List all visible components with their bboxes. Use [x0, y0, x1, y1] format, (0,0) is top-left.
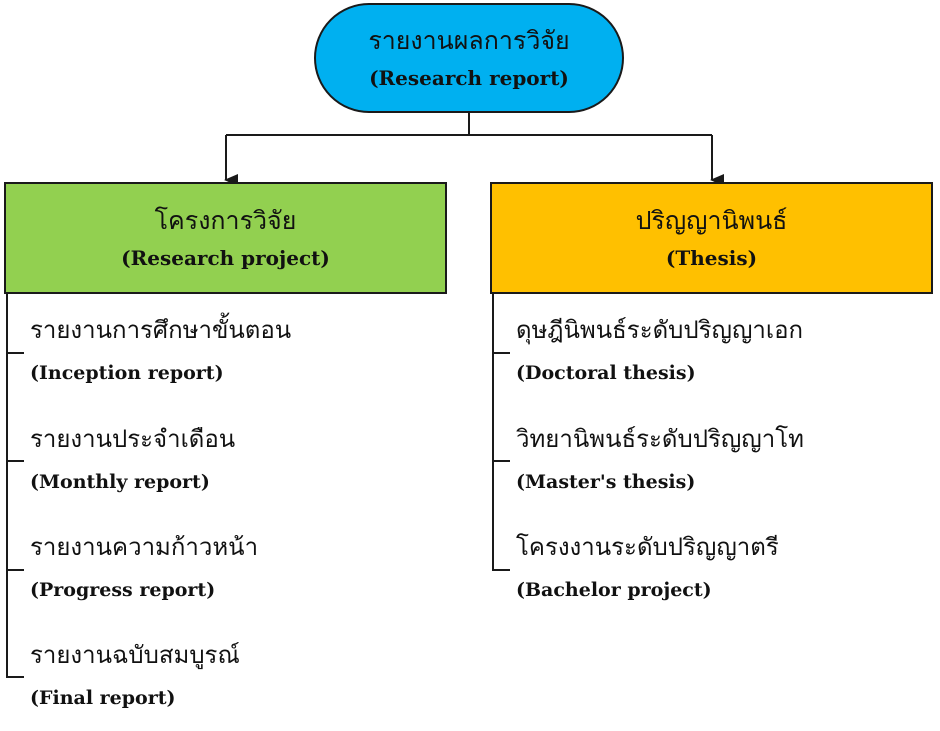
item-label-thai: รายงานฉบับสมบูรณ์ — [30, 641, 240, 669]
item-label-thai: รายงานความก้าวหน้า — [30, 533, 259, 561]
list-item-final-report: รายงานฉบับสมบูรณ์ (Final report) — [30, 641, 240, 709]
list-item-monthly-report: รายงานประจำเดือน (Monthly report) — [30, 425, 235, 493]
item-label-thai: ดุษฎีนิพนธ์ระดับปริญญาเอก — [516, 316, 804, 344]
list-item-bachelor-project: โครงงานระดับปริญญาตรี (Bachelor project) — [516, 533, 779, 601]
item-label-english: (Bachelor project) — [516, 579, 712, 601]
item-label-english: (Doctoral thesis) — [516, 362, 696, 384]
item-label-english: (Monthly report) — [30, 471, 210, 493]
item-label-english: (Final report) — [30, 687, 176, 709]
item-label-english: (Master's thesis) — [516, 471, 696, 493]
list-item-inception-report: รายงานการศึกษาขั้นตอน (Inception report) — [30, 316, 291, 384]
item-label-english: (Progress report) — [30, 579, 216, 601]
list-item-doctoral-thesis: ดุษฎีนิพนธ์ระดับปริญญาเอก (Doctoral thes… — [516, 316, 803, 384]
branch-header-research-project: โครงการวิจัย (Research project) — [4, 182, 447, 294]
item-label-thai: รายงานการศึกษาขั้นตอน — [30, 316, 292, 344]
branch-title-thai: โครงการวิจัย — [154, 206, 297, 235]
list-item-progress-report: รายงานความก้าวหน้า (Progress report) — [30, 533, 258, 601]
item-label-thai: วิทยานิพนธ์ระดับปริญญาโท — [516, 425, 804, 453]
root-node-research-report: รายงานผลการวิจัย (Research report) — [314, 3, 624, 113]
branch-title-english: (Thesis) — [665, 246, 758, 270]
item-label-thai: รายงานประจำเดือน — [30, 425, 236, 453]
item-label-thai: โครงงานระดับปริญญาตรี — [516, 533, 779, 561]
root-title-thai: รายงานผลการวิจัย — [368, 26, 570, 55]
list-item-masters-thesis: วิทยานิพนธ์ระดับปริญญาโท (Master's thesi… — [516, 425, 804, 493]
branch-title-english: (Research project) — [121, 246, 330, 270]
branch-title-thai: ปริญญานิพนธ์ — [635, 206, 788, 235]
item-label-english: (Inception report) — [30, 362, 224, 384]
branch-header-thesis: ปริญญานิพนธ์ (Thesis) — [490, 182, 933, 294]
root-title-english: (Research report) — [369, 66, 569, 90]
